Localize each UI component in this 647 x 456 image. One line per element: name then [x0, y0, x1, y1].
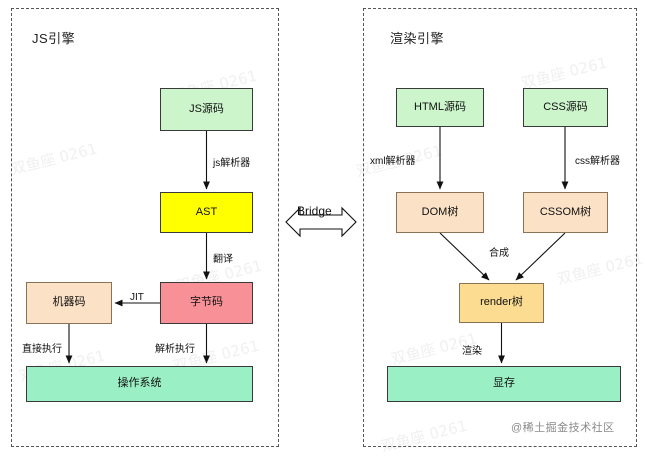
node-dom-tree[interactable]: DOM树 [396, 192, 484, 233]
edge-label-xml-parser: xml解析器 [370, 156, 416, 167]
node-css-source[interactable]: CSS源码 [523, 88, 608, 127]
edge-label-render: 渲染 [462, 346, 482, 357]
edge-label-composite: 合成 [489, 248, 509, 259]
panel-js-engine [11, 8, 279, 447]
panel-title-js-engine: JS引擎 [32, 31, 76, 46]
brand-watermark: @稀土掘金技术社区 [511, 422, 615, 434]
edge-label-interp-exec: 解析执行 [155, 344, 195, 355]
edge-label-translate: 翻译 [213, 254, 233, 265]
panel-title-render-engine: 渲染引擎 [390, 31, 445, 46]
node-vram[interactable]: 显存 [387, 366, 621, 402]
panel-render-engine [363, 8, 637, 447]
node-js-source[interactable]: JS源码 [160, 88, 253, 131]
edge-label-js-parser: js解析器 [213, 158, 251, 169]
bridge-label: Bridge [297, 204, 332, 218]
edge-label-direct-exec: 直接执行 [22, 344, 62, 355]
node-bytecode[interactable]: 字节码 [160, 282, 253, 324]
node-machinecode[interactable]: 机器码 [26, 282, 112, 324]
node-ast[interactable]: AST [160, 192, 253, 233]
edge-label-jit: JIT [130, 292, 144, 303]
edge-label-css-parser: css解析器 [575, 156, 620, 167]
node-os[interactable]: 操作系统 [26, 366, 253, 402]
node-html-source[interactable]: HTML源码 [396, 88, 484, 127]
node-render-tree[interactable]: render树 [459, 283, 544, 323]
node-cssom-tree[interactable]: CSSOM树 [523, 192, 608, 233]
